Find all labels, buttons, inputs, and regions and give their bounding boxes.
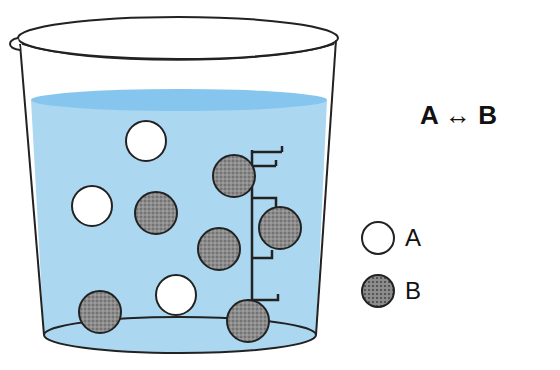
legend-text: B — [405, 278, 421, 304]
legend-text: A — [405, 225, 421, 251]
water-surface — [31, 89, 327, 111]
legend-swatch — [361, 274, 395, 308]
reaction-label: A ↔ B — [420, 101, 497, 130]
beaker-side — [316, 40, 336, 335]
beaker-rim-inner — [22, 44, 334, 60]
beaker-spout — [10, 38, 20, 50]
molecule-a — [72, 121, 196, 315]
molecule-b — [79, 155, 301, 342]
beaker-side — [20, 44, 44, 335]
water — [31, 100, 327, 353]
legend-swatch — [361, 221, 395, 255]
beaker-rim — [18, 17, 338, 59]
